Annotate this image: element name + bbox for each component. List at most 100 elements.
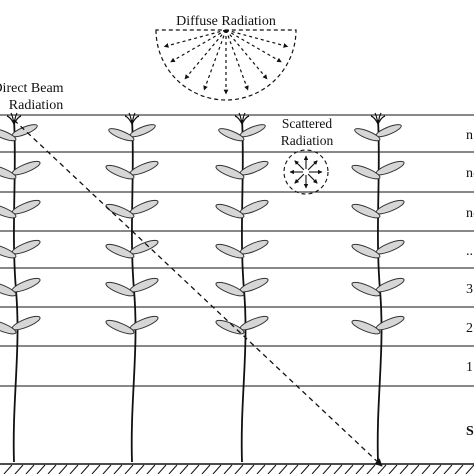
ground-hatch-mark xyxy=(25,464,35,474)
ground-hatch-mark xyxy=(256,464,266,474)
scattered-radiation-label-line2: Radiation xyxy=(281,133,334,148)
leaf xyxy=(129,239,159,255)
ground-hatch-mark xyxy=(58,464,68,474)
leaf xyxy=(0,164,17,180)
layer-label-1: n xyxy=(466,128,473,143)
ground-hatch-mark xyxy=(69,464,79,474)
leaf xyxy=(105,203,135,219)
ground-hatch-mark xyxy=(36,464,46,474)
leaf xyxy=(351,243,381,259)
diffuse-radiation-label: Diffuse Radiation xyxy=(176,14,276,29)
plant-3 xyxy=(215,112,269,463)
leaf xyxy=(351,203,381,219)
leaf xyxy=(0,243,17,259)
direct-beam-label-line1: Direct Beam xyxy=(0,81,64,96)
diffuse-ray xyxy=(225,29,289,48)
leaf xyxy=(0,281,17,297)
ground-hatch-mark xyxy=(355,464,365,474)
leaf xyxy=(375,199,405,215)
ground-hatch-mark xyxy=(223,464,233,474)
leaf xyxy=(351,164,381,180)
diffuse-ray xyxy=(184,29,227,80)
diffuse-ray xyxy=(170,29,227,63)
diffuse-ray xyxy=(163,29,227,48)
leaf xyxy=(351,319,381,335)
layer-label-8: S xyxy=(466,424,474,439)
plant-2 xyxy=(105,112,159,463)
ground-hatch-mark xyxy=(179,464,189,474)
leaf xyxy=(129,315,159,331)
ground-hatch-mark xyxy=(377,464,387,474)
ground-hatch-mark xyxy=(157,464,167,474)
ground-hatch-mark xyxy=(3,464,13,474)
leaf xyxy=(11,315,41,331)
leaf xyxy=(11,239,41,255)
ground-hatch-mark xyxy=(465,464,474,474)
ground-hatch-mark xyxy=(234,464,244,474)
direct-beam-label-line2: Radiation xyxy=(9,98,63,113)
leaf xyxy=(239,199,269,215)
leaf xyxy=(105,319,135,335)
leaf xyxy=(218,128,245,142)
ground-hatch-mark xyxy=(212,464,222,474)
ground-hatch-mark xyxy=(322,464,332,474)
scattered-ray xyxy=(294,160,305,171)
ground-hatch-mark xyxy=(421,464,431,474)
layer-label-2: n- xyxy=(466,166,474,181)
ground-hatch-mark xyxy=(168,464,178,474)
scattered-radiation-label-line1: Scattered xyxy=(282,116,332,131)
leaf xyxy=(375,239,405,255)
plant-tuft xyxy=(241,115,250,125)
ground-hatch-mark xyxy=(146,464,156,474)
leaf xyxy=(215,243,245,259)
plant-tuft xyxy=(377,115,386,125)
scattered-radiation-symbol xyxy=(283,149,329,195)
ground-surface xyxy=(0,463,474,474)
leaf xyxy=(215,203,245,219)
ground-hatch-mark xyxy=(388,464,398,474)
ground-hatch-mark xyxy=(366,464,376,474)
plant-1 xyxy=(0,112,41,463)
leaf xyxy=(215,281,245,297)
ground-hatch-mark xyxy=(135,464,145,474)
ground-hatch-mark xyxy=(278,464,288,474)
ground-hatch-mark xyxy=(311,464,321,474)
leaf xyxy=(239,239,269,255)
ground-hatch-mark xyxy=(289,464,299,474)
layer-label-3: n- xyxy=(466,206,474,221)
layer-label-7: 1 xyxy=(466,360,473,375)
leaf xyxy=(0,128,17,142)
ground-hatch-mark xyxy=(333,464,343,474)
diffuse-ray xyxy=(225,29,268,80)
ground-hatch-mark xyxy=(344,464,354,474)
ground-hatch-mark xyxy=(432,464,442,474)
scattered-ray xyxy=(307,160,318,171)
ground-hatch-mark xyxy=(300,464,310,474)
plant-group xyxy=(0,112,405,463)
leaf xyxy=(0,203,17,219)
diffuse-radiation-fan xyxy=(155,29,297,101)
layer-label-6: 2 xyxy=(466,321,473,336)
leaf xyxy=(11,199,41,215)
leaf xyxy=(351,281,381,297)
canopy-layer-lines xyxy=(0,114,474,387)
scattered-ray xyxy=(294,173,305,184)
ground-hatch-mark xyxy=(91,464,101,474)
ground-hatch-mark xyxy=(47,464,57,474)
ground-hatch-mark xyxy=(14,464,24,474)
leaf xyxy=(108,128,135,142)
ground-hatch-mark xyxy=(454,464,464,474)
ground-hatch-mark xyxy=(190,464,200,474)
ground-hatch-mark xyxy=(245,464,255,474)
leaf xyxy=(105,281,135,297)
ground-hatch-mark xyxy=(124,464,134,474)
leaf xyxy=(375,315,405,331)
ground-hatch-mark xyxy=(267,464,277,474)
ground-hatch-mark xyxy=(102,464,112,474)
leaf xyxy=(0,319,17,335)
leaf xyxy=(129,199,159,215)
layer-label-5: 3 xyxy=(466,282,473,297)
ground-hatch-mark xyxy=(113,464,123,474)
